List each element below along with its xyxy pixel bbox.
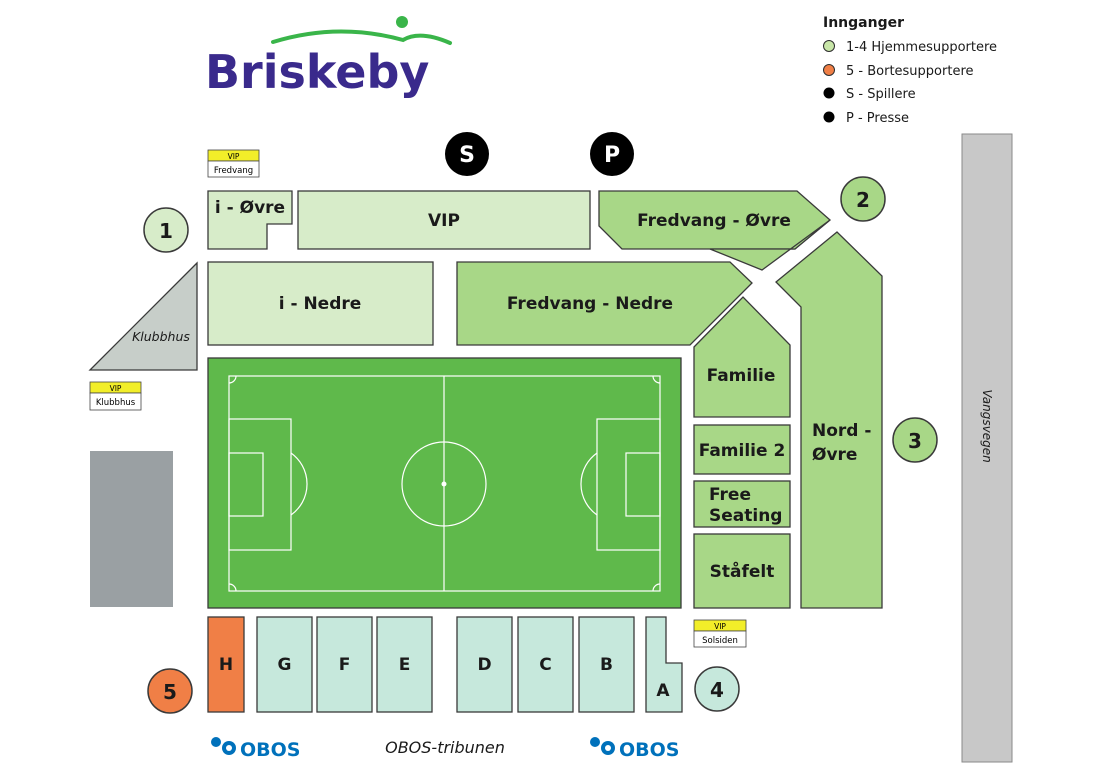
legend-away-label: 5 - Bortesupportere bbox=[846, 64, 974, 79]
section-familie-label: Familie bbox=[707, 366, 776, 386]
section-corner-ne bbox=[709, 219, 831, 271]
press-marker: P bbox=[590, 132, 634, 176]
section-fredvang-nedre: Fredvang - Nedre bbox=[456, 261, 753, 346]
legend-title: Innganger bbox=[823, 15, 904, 31]
section-i-nedre-label: i - Nedre bbox=[279, 294, 362, 314]
section-h-label: H bbox=[219, 655, 233, 675]
section-stafelt: Ståfelt bbox=[693, 533, 791, 609]
section-nord-ovre-line2: Øvre bbox=[812, 445, 857, 465]
section-a-label: A bbox=[656, 681, 670, 701]
players-marker-label: S bbox=[459, 143, 475, 168]
entrance-2: 2 bbox=[840, 176, 886, 222]
section-familie: Familie bbox=[693, 296, 791, 418]
section-vip-label: VIP bbox=[428, 211, 460, 231]
entrance-5: 5 bbox=[147, 668, 193, 714]
entrance-4-label: 4 bbox=[710, 678, 724, 702]
section-i-ovre-label: i - Øvre bbox=[215, 198, 285, 218]
vip-tag-klubbhus: VIP Klubbhus bbox=[89, 381, 142, 411]
section-f: F bbox=[316, 616, 373, 713]
logo-swoosh bbox=[271, 29, 452, 45]
section-familie-2-label: Familie 2 bbox=[699, 441, 786, 461]
legend: Innganger 1-4 Hjemmesupportere 5 - Borte… bbox=[823, 15, 997, 126]
vip-tag-solsiden: VIP Solsiden bbox=[693, 619, 747, 648]
entrance-4: 4 bbox=[694, 666, 740, 712]
legend-press-label: P - Presse bbox=[846, 111, 909, 126]
section-fredvang-ovre: Fredvang - Øvre bbox=[598, 190, 832, 250]
obos-right-icon bbox=[590, 737, 600, 747]
section-b-label: B bbox=[600, 655, 613, 675]
section-familie-2: Familie 2 bbox=[693, 424, 791, 475]
klubbhus-label: Klubbhus bbox=[132, 329, 190, 344]
section-e: E bbox=[376, 616, 433, 713]
section-a: A bbox=[645, 616, 683, 713]
road-vangsvegen: Vangsvegen bbox=[961, 133, 1013, 763]
section-nord-ovre-line1: Nord - bbox=[812, 421, 871, 441]
legend-away-dot bbox=[823, 64, 835, 76]
obos-tribunen-label: OBOS-tribunen bbox=[385, 738, 505, 757]
section-free-seating-line1: Free bbox=[709, 485, 751, 505]
vip-tag-solsiden-vip: VIP bbox=[714, 622, 726, 631]
section-fredvang-ovre-label: Fredvang - Øvre bbox=[637, 211, 791, 231]
section-d-label: D bbox=[477, 655, 491, 675]
section-f-label: F bbox=[339, 655, 351, 675]
section-fredvang-nedre-label: Fredvang - Nedre bbox=[507, 294, 673, 314]
press-marker-label: P bbox=[604, 143, 620, 168]
vip-tag-klubbhus-vip: VIP bbox=[110, 384, 122, 393]
section-g-label: G bbox=[278, 655, 292, 675]
obos-left-icon bbox=[211, 737, 221, 747]
obos-logo-right: OBOS bbox=[590, 737, 679, 761]
obos-logo-left: OBOS bbox=[211, 737, 300, 761]
road-label: Vangsvegen bbox=[980, 389, 994, 462]
entrance-1: 1 bbox=[143, 207, 189, 253]
players-marker: S bbox=[445, 132, 489, 176]
section-d: D bbox=[456, 616, 513, 713]
section-c-label: C bbox=[539, 655, 551, 675]
section-i-nedre: i - Nedre bbox=[207, 261, 434, 346]
entrance-2-label: 2 bbox=[856, 188, 870, 212]
section-nord-ovre: Nord - Øvre bbox=[775, 231, 883, 609]
vip-tag-solsiden-label: Solsiden bbox=[702, 636, 738, 646]
legend-players-label: S - Spillere bbox=[846, 87, 916, 102]
section-b: B bbox=[578, 616, 635, 713]
legend-home-label: 1-4 Hjemmesupportere bbox=[846, 40, 997, 55]
section-free-seating: Free Seating bbox=[693, 480, 791, 528]
vip-tag-fredvang-label: Fredvang bbox=[214, 166, 253, 176]
legend-press-dot bbox=[823, 111, 835, 123]
obos-left-text: OBOS bbox=[240, 739, 300, 761]
logo-text: Briskeby bbox=[205, 45, 429, 99]
klubbhus-building: Klubbhus bbox=[88, 261, 198, 371]
legend-home-dot bbox=[823, 40, 835, 52]
gray-building bbox=[90, 451, 173, 607]
football-pitch bbox=[207, 357, 682, 609]
section-e-label: E bbox=[399, 655, 411, 675]
logo-dot bbox=[396, 16, 408, 28]
section-i-ovre: i - Øvre bbox=[207, 190, 293, 250]
vip-tag-fredvang-vip: VIP bbox=[228, 152, 240, 161]
vip-tag-klubbhus-label: Klubbhus bbox=[96, 398, 136, 408]
obos-right-text: OBOS bbox=[619, 739, 679, 761]
section-g: G bbox=[256, 616, 313, 713]
entrance-1-label: 1 bbox=[159, 219, 173, 243]
briskeby-logo: Briskeby bbox=[205, 16, 452, 99]
section-stafelt-label: Ståfelt bbox=[710, 560, 775, 582]
section-c: C bbox=[517, 616, 574, 713]
entrance-3: 3 bbox=[892, 417, 938, 463]
entrance-3-label: 3 bbox=[908, 429, 922, 453]
section-free-seating-line2: Seating bbox=[709, 506, 782, 526]
section-h: H bbox=[207, 616, 245, 713]
vip-tag-fredvang: VIP Fredvang bbox=[207, 149, 260, 178]
legend-players-dot bbox=[823, 87, 835, 99]
section-vip: VIP bbox=[297, 190, 591, 250]
entrance-5-label: 5 bbox=[163, 680, 177, 704]
